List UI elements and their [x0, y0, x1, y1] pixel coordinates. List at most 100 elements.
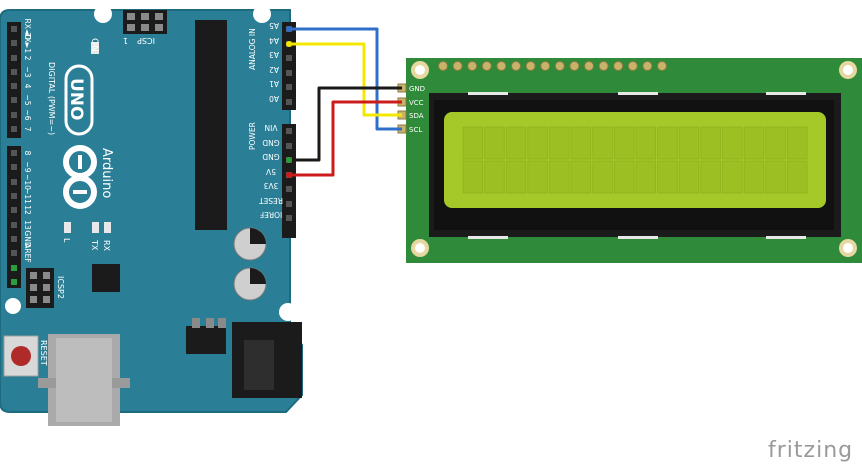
digital-pin-label: 13 [23, 220, 32, 230]
lcd-parallel-pin [584, 61, 594, 71]
wire-a5-scl [290, 27, 402, 131]
dc-power-jack [232, 322, 302, 398]
lcd-parallel-pin [438, 61, 448, 71]
lcd-character-cell [786, 160, 808, 194]
digital-pin-label: 7 [23, 127, 32, 132]
lcd-character-cell [505, 126, 527, 160]
bezel-clip [766, 236, 806, 239]
icsp-pin1-label: 1 [123, 36, 128, 45]
mount-hole [94, 5, 112, 23]
power-pin-label: IOREF [260, 210, 282, 219]
rx-led [104, 222, 111, 233]
digital-pin-label: 2 [23, 56, 32, 61]
digital-pin-label: 4 [23, 84, 32, 89]
lcd-parallel-pin [569, 61, 580, 71]
digital-pin-label: ~6 [23, 109, 32, 120]
wire-gnd-gnd [290, 86, 402, 162]
mount-hole [411, 61, 429, 79]
lcd-parallel-pin [540, 61, 551, 71]
lcd-parallel-pin [627, 61, 638, 71]
lcd-parallel-pin [481, 61, 492, 71]
bezel-clip [766, 92, 806, 95]
lcd-character-cell [635, 160, 657, 194]
lcd-character-cell [527, 126, 548, 160]
lcd-character-cell [462, 160, 484, 194]
power-pin-label: VIN [265, 123, 278, 132]
lcd-screen [444, 112, 826, 208]
icsp2-header [26, 268, 54, 308]
lcd-character-cell [635, 126, 657, 160]
lcd-character-cell [613, 126, 635, 160]
arduino-uno-board: 1 ICSP ON RX◄0TX►12~34~5~678~9~10~111213… [0, 5, 303, 426]
digital-pin-label: TX►1 [23, 32, 32, 53]
fritzing-watermark: fritzing [768, 438, 853, 463]
digital-label: DIGITAL (PWM=~) [47, 62, 56, 135]
digital-pin-label: ~10 [23, 174, 32, 190]
power-pin-label: RESET [259, 196, 283, 205]
uno-logo: UNO [64, 64, 94, 136]
lcd-pin-label: GND [409, 85, 425, 93]
digital-pin-label: GND [23, 230, 32, 247]
mount-hole [411, 239, 429, 257]
mount-hole [279, 303, 297, 321]
power-pin-label: 3V3 [263, 181, 278, 190]
lcd-parallel-pin [613, 61, 624, 71]
lcd-character-cell [484, 160, 505, 194]
usb-chip [92, 264, 120, 292]
lcd-character-cell [743, 126, 765, 160]
lcd-character-cell [570, 160, 592, 194]
lcd-parallel-pin [525, 61, 536, 71]
lcd-parallel-pin [452, 61, 463, 71]
lcd-character-grid [462, 92, 808, 239]
on-label: ON [89, 38, 99, 52]
arduino-infinity-logo [63, 145, 97, 209]
analog-pin-label: A4 [269, 36, 279, 45]
analog-pin-label: A0 [269, 94, 279, 103]
reset-label: RESET [39, 340, 48, 366]
icsp-label: ICSP [137, 36, 155, 45]
lcd-character-cell [462, 126, 484, 160]
capacitor [233, 267, 267, 301]
power-pin-label: 5V [265, 167, 276, 176]
bezel-clip [618, 92, 658, 95]
lcd-character-cell [592, 126, 613, 160]
lcd-parallel-pin [511, 61, 521, 71]
digital-pin-label: ~3 [23, 66, 32, 77]
mount-hole [839, 239, 857, 257]
rx-led-label: RX [102, 240, 111, 252]
bezel-clip [468, 92, 508, 95]
lcd-character-cell [678, 126, 700, 160]
digital-pin-label: ~5 [23, 94, 32, 105]
lcd-character-cell [700, 126, 721, 160]
bezel-clip [468, 236, 508, 239]
lcd-parallel-pin [598, 61, 609, 71]
lcd-pin-label: SDA [409, 112, 424, 120]
lcd-character-cell [765, 160, 786, 194]
usb-connector [38, 334, 130, 426]
lcd-character-cell [657, 160, 678, 194]
icsp-header [123, 10, 167, 34]
mount-hole [5, 298, 21, 314]
reset-button[interactable] [3, 335, 39, 377]
analog-pin-label: A5 [269, 21, 279, 30]
lcd-character-cell [505, 160, 527, 194]
lcd-parallel-pin [554, 61, 565, 71]
tx-led-label: TX [90, 239, 99, 251]
lcd-character-cell [765, 126, 786, 160]
power-header [282, 124, 296, 238]
wire-endpoints [286, 26, 292, 178]
lcd-character-cell [484, 126, 505, 160]
wire-5v-vcc [290, 100, 402, 177]
lcd-character-cell [527, 160, 548, 194]
lcd-character-cell [570, 126, 592, 160]
lcd-pin-label: SCL [409, 126, 422, 134]
analog-in-label: ANALOG IN [248, 28, 257, 70]
lcd-character-cell [700, 160, 721, 194]
on-led [91, 42, 99, 54]
digital-pin-label: 12 [23, 205, 32, 215]
